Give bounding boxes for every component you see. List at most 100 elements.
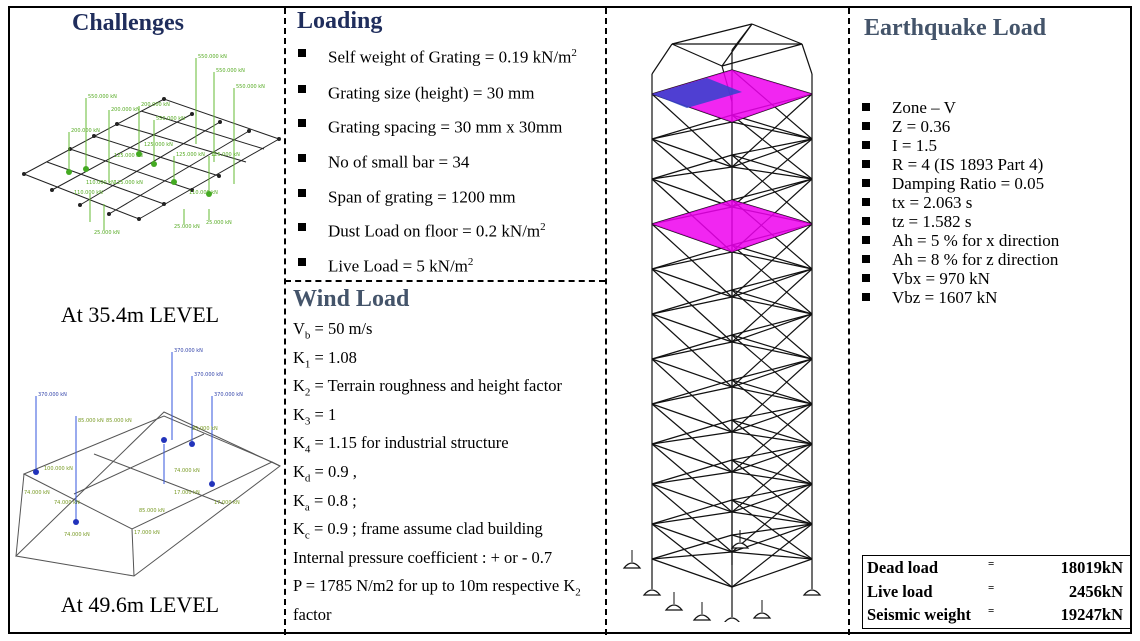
loading-item-sup: 2 (467, 255, 474, 268)
totals-label: Live load (867, 581, 933, 601)
support-icon (642, 589, 662, 596)
earthquake-item: Z = 0.36 (856, 117, 1126, 136)
load-label: 74.000 kN (54, 500, 80, 506)
bullet-icon (862, 141, 870, 149)
bullet-icon (862, 122, 870, 130)
wind-parameter-subscript: 4 (304, 443, 311, 456)
bullet-icon (298, 188, 306, 197)
bullet-icon (298, 119, 306, 128)
loading-item-sup: 2 (540, 221, 546, 234)
load-label: 370.000 kN (38, 392, 67, 398)
wind-parameter: Kc = 0.9 ; frame assume clad building (293, 518, 598, 547)
load-label: 110.000 kN (74, 190, 103, 196)
wind-parameter-subscript: b (304, 329, 311, 342)
wind-parameter-text: K (293, 433, 305, 453)
support-icon (802, 589, 822, 596)
wind-parameter-text: K (293, 404, 305, 424)
loading-item-text: Grating size (height) = 30 mm (328, 83, 535, 103)
load-label: 74.000 kN (174, 468, 200, 474)
wind-parameter: Vb = 50 m/s (293, 318, 598, 347)
earthquake-item-text: R = 4 (IS 1893 Part 4) (892, 155, 1044, 174)
earthquake-item: Vbz = 1607 kN (856, 288, 1126, 307)
loading-item: Live Load = 5 kN/m2 (292, 253, 602, 276)
wind-parameter-text: Internal pressure coefficient : + or - 0… (293, 547, 553, 567)
wind-parameter: K4 = 1.15 for industrial structure (293, 432, 598, 461)
bullet-icon (862, 274, 870, 282)
support-icon (692, 614, 712, 621)
totals-row: Live load=2456kN (863, 580, 1131, 604)
earthquake-item: Ah = 5 % for x direction (856, 231, 1126, 250)
loading-item: No of small bar = 34 (292, 149, 602, 172)
load-label: 74.000 kN (24, 490, 50, 496)
wind-parameter-text: = 0.9 , (310, 461, 357, 481)
totals-value: 18019kN (1060, 558, 1123, 577)
wind-parameter: Ka = 0.8 ; (293, 490, 598, 519)
load-label: 17.000 kN (134, 530, 160, 536)
totals-value: 2456kN (1068, 581, 1123, 601)
wind-parameter-text: P = 1785 N/m2 for up to 10m respective K (293, 576, 576, 596)
wind-parameter-text: K (293, 376, 305, 396)
load-label: 200.000 kN (141, 102, 170, 108)
loading-item-text: No of small bar = 34 (328, 152, 470, 172)
loading-item-text: Self weight of Grating = 0.19 kN/m (328, 47, 572, 67)
loading-item: Self weight of Grating = 0.19 kN/m2 (292, 44, 602, 67)
load-label: 110.000 kN (86, 180, 115, 186)
loading-item-text: Dust Load on floor = 0.2 kN/m (328, 221, 541, 241)
earthquake-item-text: tz = 1.582 s (892, 212, 972, 231)
earthquake-item: Damping Ratio = 0.05 (856, 174, 1126, 193)
divider-3 (848, 8, 850, 635)
earthquake-item: R = 4 (IS 1893 Part 4) (856, 155, 1126, 174)
bullet-icon (862, 255, 870, 263)
load-diagram-49m: 370.000 kN 370.000 kN 370.000 kN 370.000… (14, 348, 281, 577)
challenges-title: Challenges (72, 10, 185, 36)
wind-parameter-text: = Terrain roughness and height factor (310, 376, 563, 396)
bullet-icon (298, 49, 306, 57)
divider-2 (605, 8, 607, 635)
bullet-icon (298, 223, 306, 232)
caption-35m: At 35.4m LEVEL (60, 302, 220, 327)
totals-row: Dead load = 18019kN (863, 556, 1131, 580)
bullet-icon (298, 257, 306, 266)
bullet-icon (862, 293, 870, 301)
load-label: 17.000 kN (174, 490, 200, 496)
totals-label: Dead load (867, 558, 939, 577)
load-diagram-35m: 550.000 kN 550.000 kN 550.000 kN 550.000… (22, 54, 281, 236)
load-label: 200.000 kN (111, 107, 140, 113)
earthquake-item-text: Z = 0.36 (892, 117, 951, 136)
load-label: 125.000 kN (114, 180, 143, 186)
totals-row: Seismic weight=19247kN (863, 603, 1131, 627)
load-label: 125.000 kN (114, 153, 143, 159)
load-label: 85.000 kN (139, 508, 165, 514)
support-icon (664, 604, 684, 611)
load-label: 550.000 kN (88, 94, 117, 100)
bullet-icon (862, 103, 870, 111)
earthquake-item-text: Ah = 8 % for z direction (892, 250, 1059, 269)
earthquake-item: Vbx = 970 kN (856, 269, 1126, 288)
load-label: 550.000 kN (198, 54, 227, 60)
totals-equals: = (988, 605, 995, 617)
wind-parameter-text: = 0.8 ; (309, 490, 357, 510)
wind-parameter-text: = 1.08 (310, 347, 357, 367)
wind-parameter: Kd = 0.9 , (293, 461, 598, 490)
support-icon (622, 562, 642, 569)
load-label: 125.000 kN (176, 152, 205, 158)
bullet-icon (862, 236, 870, 244)
support-icon (730, 542, 750, 549)
totals-equals: = (988, 558, 995, 570)
wind-parameter-subscript: c (304, 529, 310, 542)
load-label: 85.000 kN (78, 418, 104, 424)
load-label: 550.000 kN (236, 84, 265, 90)
wind-parameter: K2 = Terrain roughness and height factor (293, 375, 598, 404)
caption-49m: At 49.6m LEVEL (60, 592, 220, 617)
support-icon (752, 612, 772, 619)
load-label: 85.000 kN (192, 426, 218, 432)
bullet-icon (862, 160, 870, 168)
wind-parameter-subscript: 3 (304, 415, 311, 428)
earthquake-title: Earthquake Load (864, 15, 1047, 41)
earthquake-item-text: Zone – V (892, 98, 956, 117)
wind-parameter-text: K (293, 519, 305, 539)
loading-item-sup: 2 (571, 47, 577, 59)
wind-parameter-text: = 1.15 for industrial structure (310, 433, 509, 453)
totals-value: 19247kN (1060, 605, 1123, 624)
